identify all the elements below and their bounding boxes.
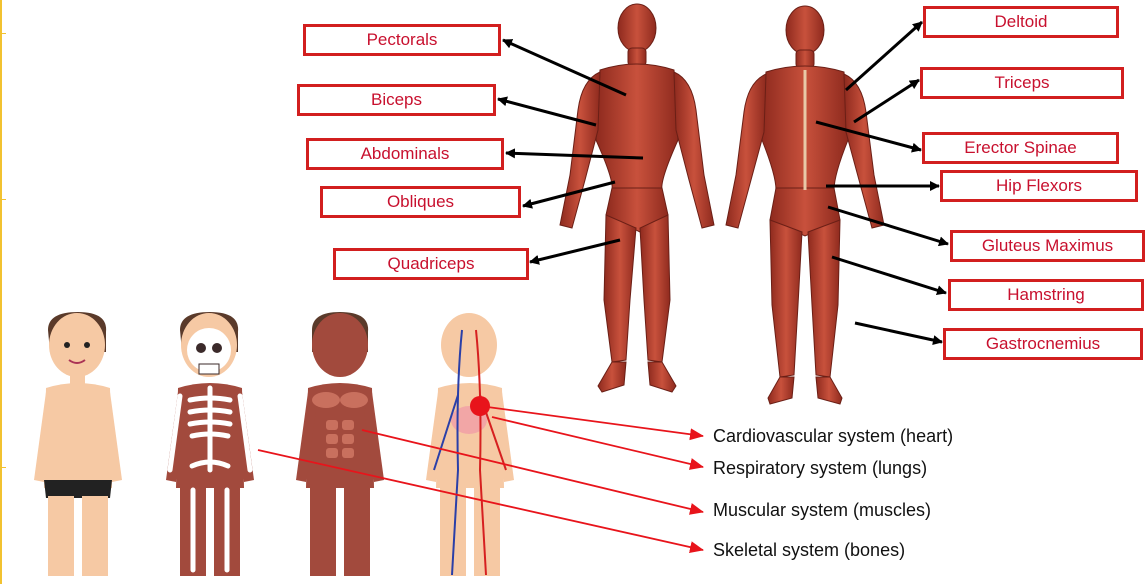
front-muscle-figure <box>560 4 714 392</box>
label-erector-spinae: Erector Spinae <box>922 132 1119 164</box>
back-muscle-figure <box>726 6 884 404</box>
label-biceps: Biceps <box>297 84 496 116</box>
system-respiratory: Respiratory system (lungs) <box>713 458 927 479</box>
label-gastrocnemius: Gastrocnemius <box>943 328 1143 360</box>
label-quadriceps: Quadriceps <box>333 248 529 280</box>
label-obliques: Obliques <box>320 186 521 218</box>
label-deltoid: Deltoid <box>923 6 1119 38</box>
cartoon-muscles <box>296 312 384 576</box>
label-gluteus-maximus: Gluteus Maximus <box>950 230 1145 262</box>
cartoon-child-skin <box>34 312 122 576</box>
label-hip-flexors: Hip Flexors <box>940 170 1138 202</box>
system-cardiovascular: Cardiovascular system (heart) <box>713 426 953 447</box>
label-pectorals: Pectorals <box>303 24 501 56</box>
cartoon-circulatory <box>426 313 514 576</box>
label-abdominals: Abdominals <box>306 138 504 170</box>
label-hamstring: Hamstring <box>948 279 1144 311</box>
label-triceps: Triceps <box>920 67 1124 99</box>
system-muscular: Muscular system (muscles) <box>713 500 931 521</box>
system-skeletal: Skeletal system (bones) <box>713 540 905 561</box>
cartoon-skeleton <box>166 312 254 576</box>
